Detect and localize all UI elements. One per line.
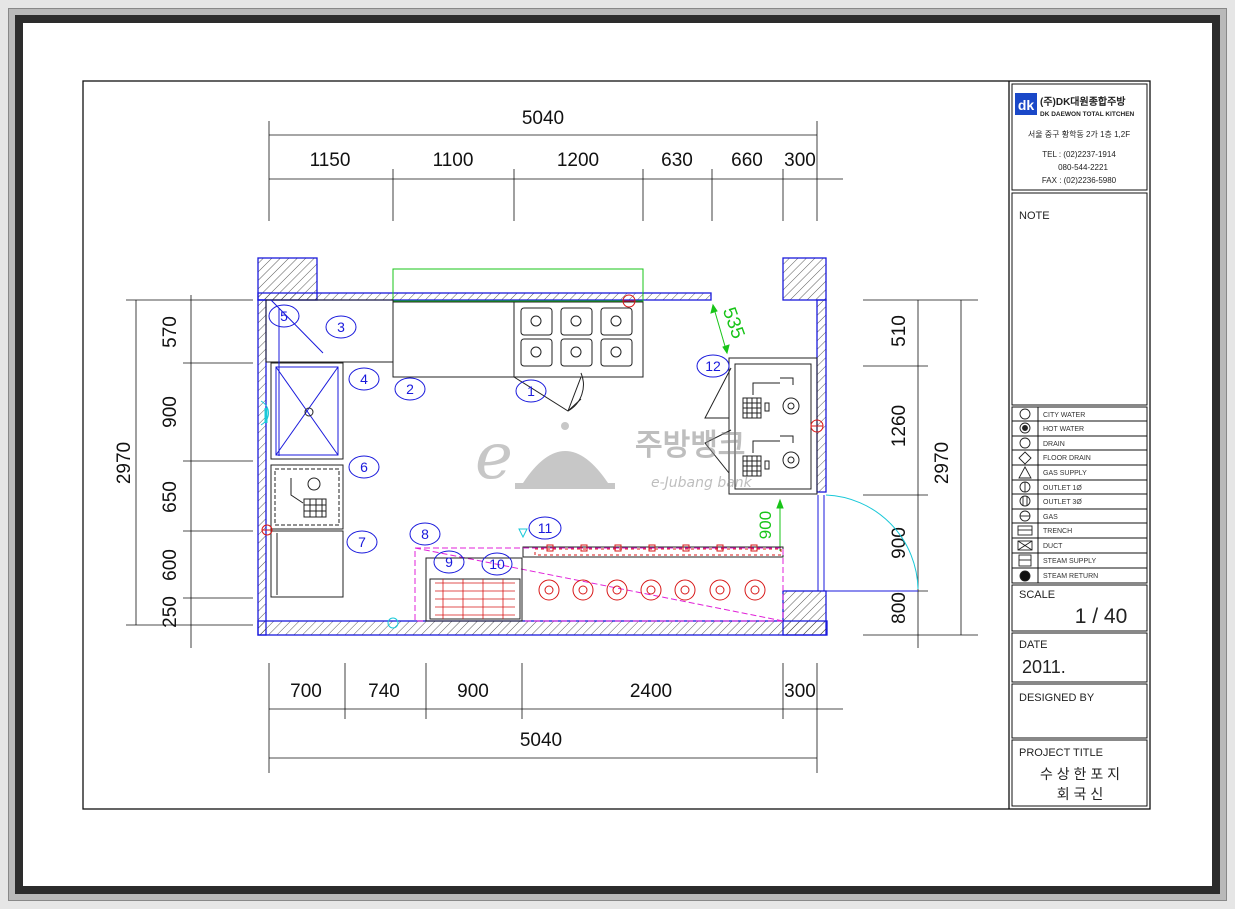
dim-right-2: 1260 — [889, 405, 910, 447]
equipment-number-3: 3 — [337, 319, 345, 335]
dim-top-4: 630 — [661, 150, 693, 171]
dim-right-4: 800 — [889, 592, 910, 624]
equipment — [260, 268, 824, 629]
dim-green: 900 — [756, 511, 775, 539]
equipment-number-8: 8 — [421, 526, 429, 542]
dim-bottom-5: 300 — [784, 681, 816, 702]
dim-left-total: 2970 — [114, 442, 135, 484]
dimensions-top — [268, 121, 843, 221]
dim-top-1: 1150 — [310, 150, 351, 171]
company-name-ko: (주)DK대원종합주방 — [1040, 95, 1126, 108]
dim-bottom-3: 900 — [457, 681, 489, 702]
date-label: DATE — [1019, 639, 1048, 651]
dim-right-3: 900 — [889, 527, 910, 559]
company-name-en: DK DAEWON TOTAL KITCHEN — [1040, 111, 1135, 118]
equipment-number-6: 6 — [360, 459, 368, 475]
watermark-sub: e-Jubang bank — [651, 475, 753, 491]
equipment-labels — [268, 304, 730, 576]
project-title-label: PROJECT TITLE — [1019, 747, 1103, 759]
equipment-number-5: 5 — [280, 308, 288, 324]
dim-left-5: 250 — [160, 596, 181, 628]
equipment-number-9: 9 — [445, 554, 453, 570]
equipment-number-10: 10 — [489, 556, 505, 572]
dim-top-6: 300 — [784, 150, 816, 171]
legend-label-3: DRAIN — [1043, 441, 1065, 448]
dim-bottom-total: 5040 — [520, 730, 562, 751]
dim-top-3: 1200 — [557, 150, 599, 171]
equipment-number-4: 4 — [360, 371, 368, 387]
drawing-sheet: 5040 1150 1100 1200 630 660 300 2970 570… — [23, 23, 1212, 886]
title-block — [1011, 83, 1148, 807]
company-tel-2: 080-544-2221 — [1058, 163, 1108, 172]
legend-label-1: CITY WATER — [1043, 412, 1085, 419]
dim-left-1: 570 — [160, 316, 181, 348]
legend-label-8: GAS — [1043, 514, 1058, 521]
dim-bottom-4: 2400 — [630, 681, 672, 702]
project-title-line-2: 회 국 신 — [1057, 786, 1103, 802]
legend-label-10: DUCT — [1043, 543, 1063, 550]
dimensions-right — [863, 299, 978, 648]
equipment-number-7: 7 — [358, 534, 366, 550]
dim-bottom-1: 700 — [290, 681, 322, 702]
dim-top-2: 1100 — [433, 150, 474, 171]
dim-left-4: 600 — [160, 549, 181, 581]
equipment-number-12: 12 — [705, 358, 721, 374]
designed-by-label: DESIGNED BY — [1019, 692, 1095, 704]
equipment-number-2: 2 — [406, 381, 414, 397]
company-logo — [1015, 93, 1037, 115]
legend-label-9: TRENCH — [1043, 528, 1072, 535]
watermark: e 주방뱅크 e-Jubang bank — [475, 420, 753, 494]
date-value: 2011. — [1022, 657, 1066, 677]
company-tel: TEL : (02)2237-1914 — [1042, 150, 1116, 159]
company-address: 서울 중구 황학동 2가 1층 1,2F — [1028, 129, 1130, 139]
legend-labels: CITY WATER HOT WATER DRAIN FLOOR DRAIN G… — [1043, 412, 1098, 580]
legend-symbols — [1017, 408, 1033, 582]
legend-label-12: STEAM RETURN — [1043, 573, 1098, 580]
door — [817, 494, 919, 592]
equipment-number-1: 1 — [527, 383, 535, 399]
legend-label-6: OUTLET 1Ø — [1043, 485, 1082, 492]
company-fax: FAX : (02)2236-5980 — [1042, 176, 1117, 185]
company-logo-letters: dk — [1018, 97, 1035, 113]
equipment-number-11: 11 — [538, 520, 553, 536]
legend-label-11: STEAM SUPPLY — [1043, 558, 1096, 565]
watermark-brand: 주방뱅크 — [635, 428, 745, 463]
dim-right-1: 510 — [889, 315, 910, 347]
cad-drawing: 5040 1150 1100 1200 630 660 300 2970 570… — [82, 80, 1151, 810]
watermark-letter: e — [475, 420, 513, 494]
legend-label-7: OUTLET 3Ø — [1043, 499, 1082, 506]
dim-left-2: 900 — [160, 396, 181, 428]
walls — [257, 257, 828, 636]
dim-top-5: 660 — [731, 150, 763, 171]
legend-label-5: GAS SUPPLY — [1043, 470, 1087, 477]
legend-label-2: HOT WATER — [1043, 426, 1084, 433]
scale-value: 1 / 40 — [1075, 605, 1128, 628]
note-label: NOTE — [1019, 210, 1050, 222]
dim-right-total: 2970 — [932, 442, 953, 484]
dim-top-total: 5040 — [522, 108, 564, 129]
sheet-border — [82, 80, 1151, 810]
project-title-line-1: 수 상 한 포 지 — [1040, 766, 1120, 782]
legend-label-4: FLOOR DRAIN — [1043, 455, 1091, 462]
scale-label: SCALE — [1019, 589, 1055, 601]
dim-bottom-2: 740 — [368, 681, 400, 702]
dim-left-3: 650 — [160, 481, 181, 513]
dimensions-bottom — [268, 663, 843, 773]
dimensions-left — [126, 295, 253, 648]
